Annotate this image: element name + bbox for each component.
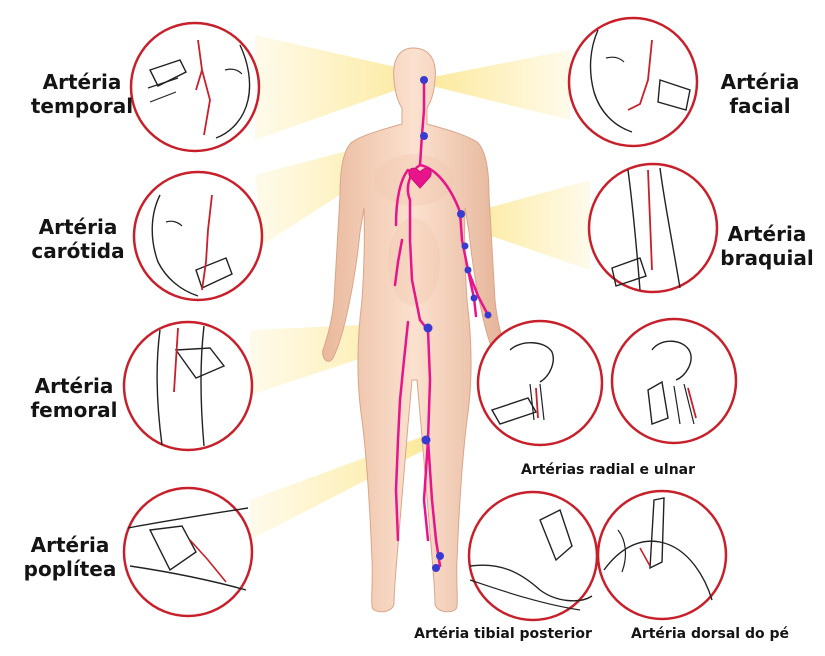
pulse-point-brachial bbox=[462, 243, 469, 250]
pulse-point-tibial bbox=[436, 552, 444, 560]
pulse-point-dorsal bbox=[432, 564, 440, 572]
pulse-point-brachial-upper bbox=[457, 210, 465, 218]
label-temporal: Artéria temporal bbox=[24, 70, 140, 118]
label-tibial-posterior: Artéria tibial posterior bbox=[398, 626, 608, 643]
label-braquial: Artéria braquial bbox=[712, 222, 822, 270]
circle-femoral bbox=[124, 322, 252, 450]
circle-tibial-posterior bbox=[469, 492, 597, 620]
label-facial: Artéria facial bbox=[705, 70, 815, 118]
pulse-point-radial bbox=[471, 295, 478, 302]
label-dorsal-pe: Artéria dorsal do pé bbox=[610, 626, 810, 643]
pulse-point-brachial-lower bbox=[465, 267, 472, 274]
circle-carotida bbox=[134, 172, 262, 300]
pulse-point-temporal bbox=[420, 76, 428, 84]
label-poplitea: Artéria poplítea bbox=[12, 533, 128, 581]
circle-poplitea bbox=[124, 488, 252, 616]
label-femoral: Artéria femoral bbox=[16, 374, 132, 422]
circle-radial bbox=[478, 321, 602, 445]
circle-dorsal-pe bbox=[598, 491, 726, 619]
circle-braquial bbox=[589, 164, 717, 292]
circle-facial bbox=[569, 18, 697, 146]
circle-ulnar bbox=[612, 319, 736, 443]
pulse-point-popliteal bbox=[422, 436, 431, 445]
label-carotida: Artéria carótida bbox=[20, 215, 136, 263]
pulse-point-femoral bbox=[424, 324, 433, 333]
pulse-point-ulnar bbox=[485, 312, 492, 319]
circle-temporal bbox=[131, 23, 259, 151]
pulse-point-carotid bbox=[420, 132, 428, 140]
beam-facial bbox=[428, 50, 570, 120]
label-radial-ulnar: Artérias radial e ulnar bbox=[488, 462, 728, 479]
